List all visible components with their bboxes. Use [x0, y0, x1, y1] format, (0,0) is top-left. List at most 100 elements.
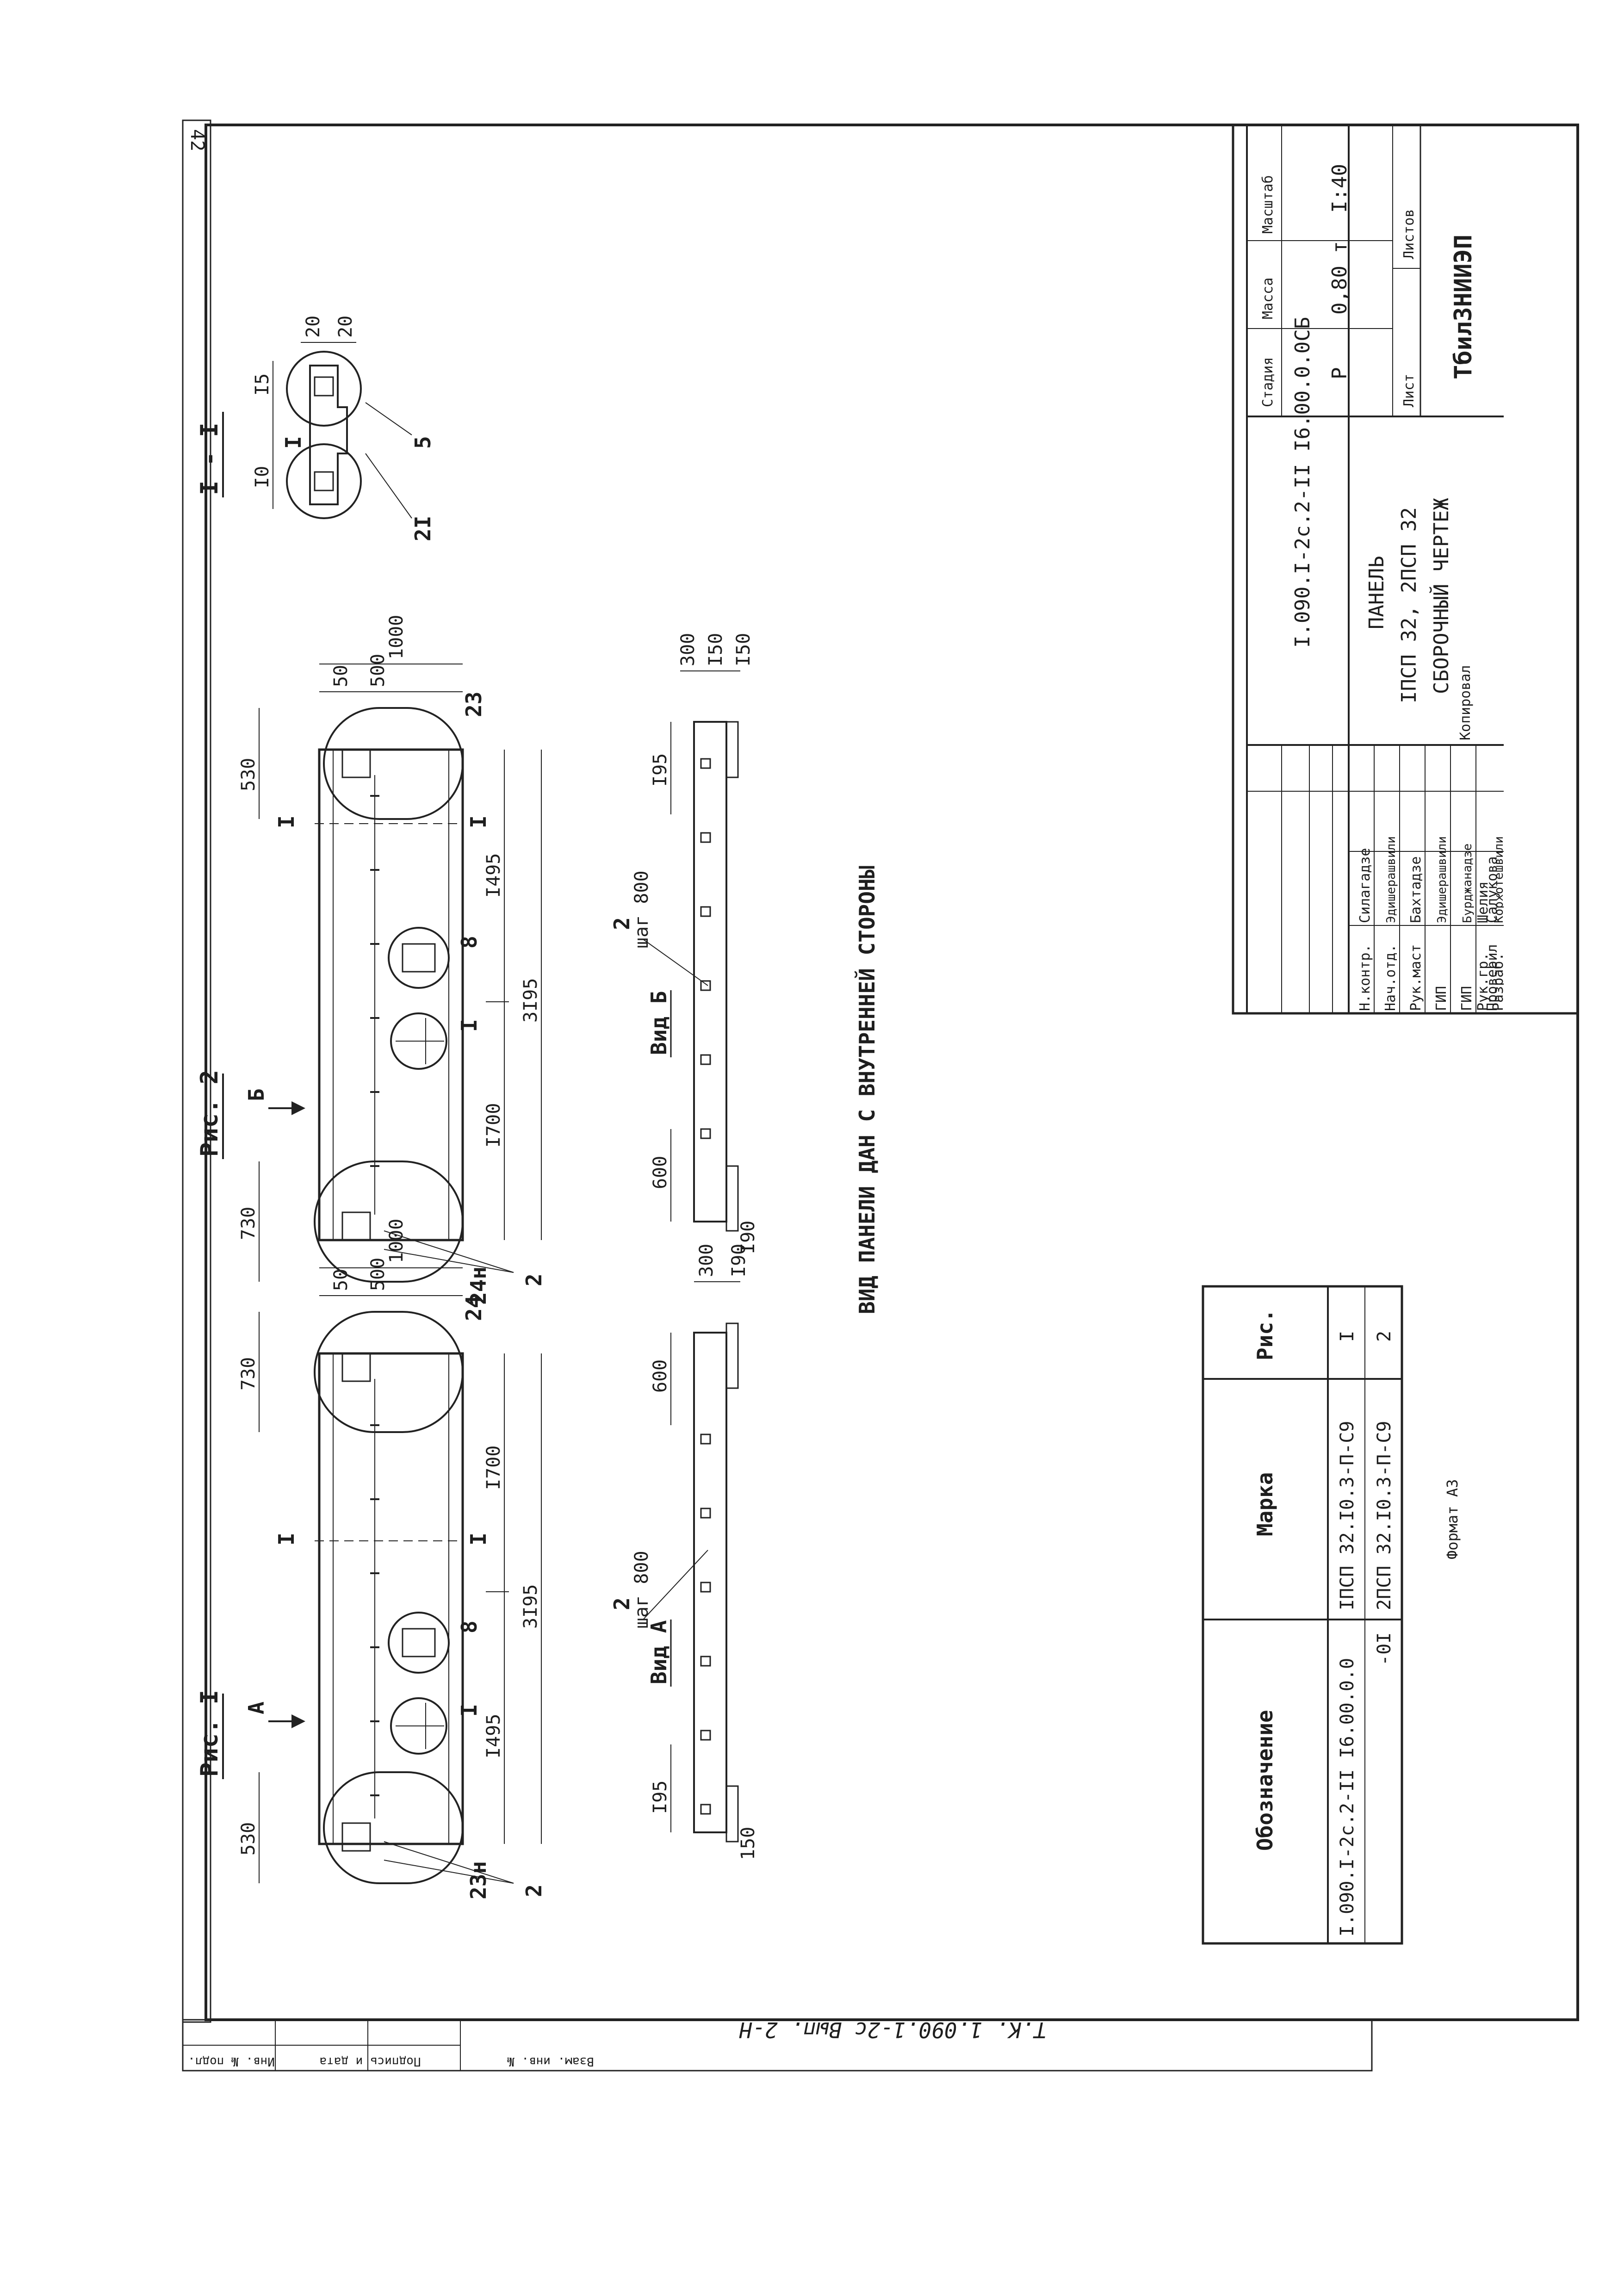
fig1-view-dim-h2: 300: [696, 1244, 717, 1277]
spec-row2-mark: 2ПСП 32.I0.3-П-С9: [1374, 1421, 1395, 1610]
role-5-name: Шелия: [1475, 881, 1491, 923]
role-0-name: Силагадзе: [1357, 848, 1373, 923]
fig2-dim-right: I495: [483, 853, 504, 898]
title-block-name-line-2: IПСП 32, 2ПСП 32: [1397, 507, 1421, 703]
sheets-label: Листов: [1401, 209, 1417, 259]
title-block: Н.контр. Силагадзе Нач.отд. Эдишерашвили…: [1246, 125, 1504, 1013]
spec-row2-designation: -0I: [1374, 1632, 1395, 1666]
fig1-view-dim-h1: 150: [738, 1827, 759, 1860]
scale-header: Масштаб: [1260, 175, 1276, 234]
role-5: Рук.гр.: [1475, 953, 1491, 1011]
section-dim-20a: 20: [303, 316, 324, 338]
fig2-callout-2: 2: [521, 1273, 546, 1286]
fig1: Рис. I А: [196, 1219, 759, 1899]
spec-row2-fig: 2: [1374, 1331, 1395, 1342]
fig2-section-mark-top: I: [274, 815, 299, 828]
role-7: Разраб.: [1490, 953, 1504, 1011]
fig2-step-number: 2: [609, 917, 634, 930]
fig2-view-dim-h4: I50: [733, 633, 754, 666]
fig2-step: шаг 800: [631, 870, 652, 949]
role-4-name: Бурджанадзе: [1461, 844, 1475, 923]
role-3-name: Эдишерашвили: [1435, 836, 1449, 923]
fig1-dim-h500: 500: [367, 1258, 389, 1291]
mass-header: Масса: [1260, 278, 1276, 319]
role-2-name: Бахтадзе: [1408, 856, 1424, 924]
fig1-callout-23n: 23н: [466, 1861, 491, 1899]
fig1-dim-right: I700: [483, 1446, 504, 1490]
main-note: ВИД ПАНЕЛИ ДАН С ВНУТРЕННЕЙ СТОРОНЫ: [855, 866, 880, 1314]
section-I-I: I - I I0 I5 20 20 2I 5 I: [196, 316, 435, 541]
section-dim-10: I0: [252, 466, 273, 488]
fig2-dim-h50: 50: [330, 665, 352, 687]
fig1-callout-2: 2: [521, 1884, 546, 1897]
role-0: Н.контр.: [1357, 944, 1373, 1011]
fig2-dim-overall: 3I95: [520, 978, 541, 1023]
fig1-section-mark-bottom: I: [466, 1533, 491, 1545]
fig2-view-dim-h1: I90: [738, 1221, 759, 1254]
fig1-view-arrow: А: [244, 1701, 269, 1714]
fig2-section-mark-bottom: I: [466, 815, 491, 828]
fig2-callout-24n: 24н: [466, 1266, 491, 1305]
fig2-view-dim-h3: I50: [705, 633, 726, 666]
fig1-step-number: 2: [609, 1597, 634, 1610]
title-block-roles: Н.контр. Силагадзе Нач.отд. Эдишерашвили…: [1357, 836, 1504, 1011]
section-dim-15: I5: [252, 373, 273, 396]
role-1: Нач.отд.: [1382, 944, 1399, 1011]
fig2-dim-left: I700: [483, 1103, 504, 1148]
role-4: ГИП: [1459, 986, 1475, 1011]
title-block-name-line-3: СБОРОЧНЫЙ ЧЕРТЕЖ: [1429, 498, 1453, 694]
spec-table: Обозначение Марка Рис. I.090.I-2с.2-II I…: [1202, 1285, 1403, 1945]
fig1-view-dim-h3: I90: [728, 1244, 750, 1277]
spec-row1-fig: I: [1337, 1331, 1358, 1342]
fig1-dim-overall: 3I95: [520, 1584, 541, 1629]
fig2-view-dim-h2: 300: [677, 633, 699, 666]
fig2: Рис. 2 Б: [196, 615, 759, 1305]
spec-row1-designation: I.090.I-2с.2-II I6.00.0.0: [1337, 1658, 1358, 1936]
scale-value: I:40: [1328, 164, 1351, 213]
fig1-dim-top-left: 530: [238, 1822, 259, 1855]
fig2-view-dim-right: I95: [650, 753, 671, 787]
fig2-dim-h500: 500: [367, 654, 389, 687]
fig1-view-label: Вид А: [646, 1620, 671, 1684]
role-7-name: Корхотешвили: [1492, 836, 1504, 923]
role-6: Проверил: [1484, 944, 1500, 1011]
fig2-left-callout-ellipse: [314, 1160, 464, 1283]
fig1-dim-left: I495: [483, 1714, 504, 1758]
stage-header: Стадия: [1260, 357, 1276, 407]
fig1-right-callout-ellipse: [314, 1311, 464, 1433]
spec-row1-mark: IПСП 32.I0.3-П-С9: [1337, 1421, 1358, 1610]
fig1-title: Рис. I: [196, 1690, 223, 1777]
role-1-name: Эдишерашвили: [1384, 836, 1398, 923]
fig2-title: Рис. 2: [196, 1070, 223, 1157]
fig2-callout-8: 8: [457, 936, 482, 949]
fig2-dim-top-right: 530: [238, 758, 259, 791]
stage-value: Р: [1328, 367, 1351, 380]
fig1-section-mark-top: I: [274, 1533, 299, 1545]
fig2-dim-height: 1000: [386, 615, 407, 659]
sheet-label: Лист: [1401, 374, 1417, 407]
section-title: I - I: [196, 422, 223, 495]
side-stamp-label-sign: Подпись и дата: [319, 2054, 421, 2068]
title-block-name-line-1: ПАНЕЛЬ: [1365, 556, 1388, 629]
fig2-view-arrow: Б: [244, 1088, 269, 1101]
fig1-left-callout-ellipse: [323, 1771, 464, 1884]
role-3: ГИП: [1433, 986, 1450, 1011]
role-6-name: Салукова: [1484, 856, 1500, 924]
fig1-callout-I: I: [457, 1704, 482, 1717]
section-dim-20b: 20: [335, 316, 356, 338]
fig1-view-dim-left: I95: [650, 1781, 671, 1814]
title-block-designation: I.090.I-2с.2-II I6.00.0.0СБ: [1291, 317, 1314, 648]
fig1-step: шаг 800: [631, 1551, 652, 1629]
fig2-callout-I: I: [457, 1019, 482, 1032]
section-callout-5: 5: [410, 436, 435, 449]
fig1-callout-8: 8: [457, 1620, 482, 1633]
spec-header-mark: Марка: [1252, 1472, 1277, 1536]
section-callout-2I: 2I: [410, 516, 435, 541]
fig1-view-dim-right: 600: [650, 1359, 671, 1393]
fig1-dim-top-right: 730: [238, 1357, 259, 1390]
side-stamp-label-replace: Взам. инв. №: [507, 2054, 594, 2068]
spec-header-fig: Рис.: [1252, 1309, 1277, 1360]
section-callout-I: I: [281, 436, 306, 449]
